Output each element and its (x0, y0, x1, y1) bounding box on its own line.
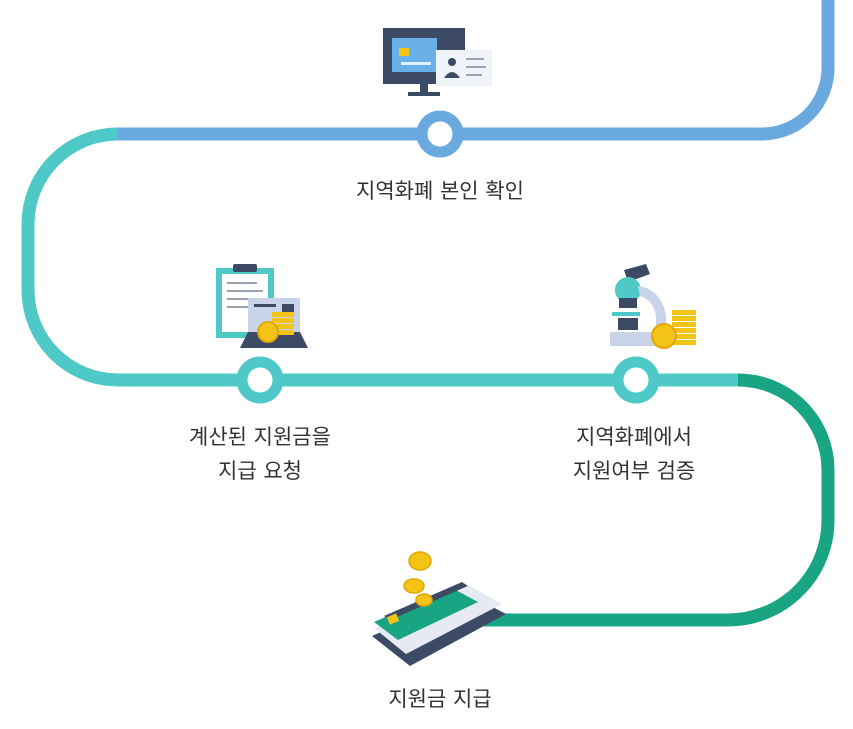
card-coins-icon (372, 551, 506, 666)
microscope-coins-icon (610, 264, 696, 349)
step-label-request-payment: 계산된 지원금을 지급 요청 (100, 420, 420, 488)
step-label-verify-eligibility: 지역화폐에서 지원여부 검증 (474, 420, 794, 488)
step-label-line: 계산된 지원금을 (189, 425, 331, 449)
step-node-1 (416, 110, 464, 158)
step-label-line: 지역화폐에서 (576, 425, 692, 449)
step-label-line: 지역화폐 본인 확인 (356, 179, 524, 203)
track-blue (118, 0, 835, 141)
track-green (484, 373, 835, 627)
step-label-line: 지급 요청 (218, 459, 302, 483)
step-label-line: 지원금 지급 (388, 687, 492, 711)
step-node-2 (236, 356, 284, 404)
step-node-3 (612, 356, 660, 404)
step-label-line: 지원여부 검증 (572, 459, 696, 483)
computer-id-card-icon (383, 28, 492, 96)
step-label-verify-identity: 지역화폐 본인 확인 (280, 174, 600, 208)
step-label-pay-subsidy: 지원금 지급 (280, 682, 600, 716)
track-teal (21, 127, 738, 387)
clipboard-coins-icon (216, 264, 308, 348)
